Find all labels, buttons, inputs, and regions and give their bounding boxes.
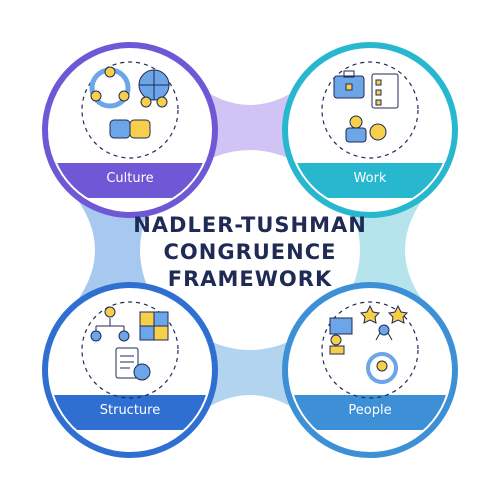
label-structure: Structure bbox=[99, 403, 161, 418]
handshake-icon bbox=[109, 119, 151, 139]
structure-label-band bbox=[50, 395, 210, 430]
org-chart-icon bbox=[90, 306, 130, 342]
segment-work bbox=[282, 42, 458, 218]
briefcase-icon bbox=[333, 70, 365, 99]
growth-stars-icon bbox=[359, 304, 409, 341]
document-gear-icon bbox=[115, 347, 151, 381]
label-work: Work bbox=[353, 171, 387, 186]
people-dashed-ring bbox=[321, 301, 419, 399]
segment-people bbox=[282, 282, 458, 458]
globe-people-icon bbox=[138, 69, 170, 108]
title-line-2: CONGRUENCE bbox=[163, 240, 337, 264]
title-line-3: FRAMEWORK bbox=[167, 267, 333, 291]
structure-dashed-ring bbox=[81, 301, 179, 399]
connector-work-people bbox=[340, 190, 430, 310]
work-dashed-ring bbox=[321, 61, 419, 159]
label-culture: Culture bbox=[106, 171, 154, 186]
segment-structure bbox=[42, 282, 218, 458]
connector-culture-work bbox=[190, 80, 310, 170]
checklist-icon bbox=[371, 73, 399, 109]
team-cycle-icon bbox=[89, 66, 131, 109]
presentation-icon bbox=[329, 317, 353, 355]
connector-culture-structure bbox=[70, 190, 160, 310]
profile-refresh-icon bbox=[366, 352, 398, 384]
worker-gears-icon bbox=[345, 115, 387, 143]
label-people: People bbox=[348, 403, 392, 418]
segment-culture bbox=[42, 42, 218, 218]
people-label-band bbox=[290, 395, 450, 430]
puzzle-icon bbox=[139, 311, 169, 341]
culture-dashed-ring bbox=[81, 61, 179, 159]
title-line-1: NADLER-TUSHMAN bbox=[133, 213, 367, 237]
connector-structure-people bbox=[190, 330, 310, 420]
